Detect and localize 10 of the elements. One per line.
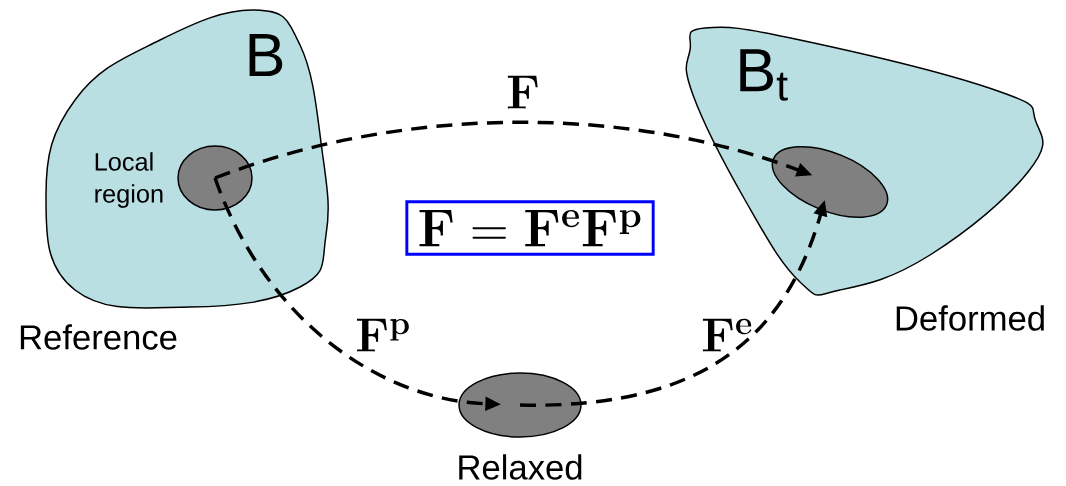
caption-text: Reference	[20, 324, 177, 350]
caption-text: Local region	[95, 152, 163, 208]
caption-text: Deformed	[896, 305, 1044, 331]
relaxed-ellipse	[458, 372, 582, 438]
edge-label: $\mathbf{F}^{\mathbf{e}}$	[702, 318, 752, 352]
edge-label: $\mathbf{F}$	[507, 75, 538, 109]
caption-text: Relaxed	[459, 454, 582, 480]
region-ellipse	[177, 145, 253, 211]
edge-label: $\mathbf{F}^{\mathbf{p}}$	[357, 318, 409, 352]
formula-box: $\mathbf{F}=\mathbf{F}^{\mathbf{e}}\mathbf{F}^{\mathbf{p}}$	[405, 200, 655, 256]
